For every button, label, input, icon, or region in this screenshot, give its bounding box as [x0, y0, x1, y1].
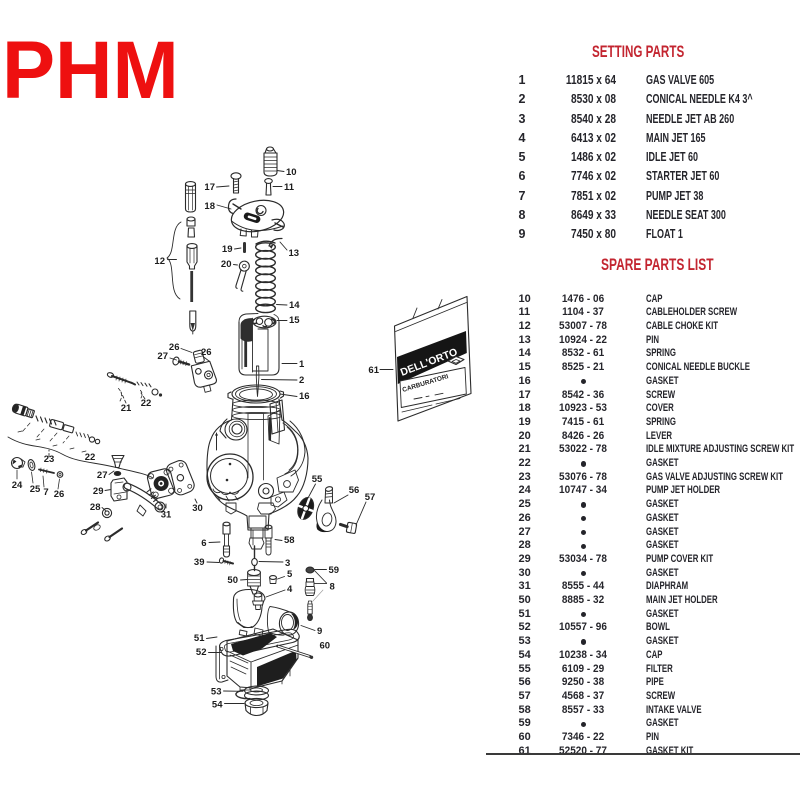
svg-text:26: 26: [54, 489, 65, 500]
svg-text:39: 39: [194, 557, 205, 568]
svg-text:30: 30: [192, 503, 203, 514]
svg-text:23: 23: [44, 454, 55, 465]
svg-text:24: 24: [12, 480, 23, 491]
svg-text:26: 26: [201, 347, 212, 358]
svg-text:14: 14: [289, 300, 300, 311]
svg-text:6: 6: [201, 538, 206, 549]
svg-text:57: 57: [365, 492, 376, 503]
svg-text:22: 22: [141, 398, 152, 409]
svg-text:59: 59: [329, 565, 340, 576]
svg-text:15: 15: [289, 315, 300, 326]
svg-text:21: 21: [121, 403, 132, 414]
svg-text:52: 52: [196, 647, 207, 658]
svg-text:27: 27: [97, 470, 108, 481]
svg-text:2: 2: [299, 375, 304, 386]
svg-text:56: 56: [349, 485, 360, 496]
svg-text:31: 31: [161, 510, 172, 521]
svg-text:50: 50: [227, 575, 238, 586]
svg-text:13: 13: [289, 248, 300, 259]
svg-text:19: 19: [222, 244, 233, 255]
svg-text:27: 27: [157, 351, 168, 362]
svg-text:8: 8: [330, 582, 335, 593]
svg-text:53: 53: [211, 687, 222, 698]
svg-text:17: 17: [204, 182, 215, 193]
svg-text:28: 28: [90, 502, 101, 513]
svg-text:22: 22: [85, 452, 96, 463]
svg-text:60: 60: [320, 641, 331, 652]
svg-text:61: 61: [368, 365, 379, 376]
svg-text:25: 25: [30, 484, 41, 495]
svg-text:11: 11: [284, 182, 295, 193]
svg-text:7: 7: [43, 487, 48, 498]
svg-text:29: 29: [93, 486, 104, 497]
svg-text:55: 55: [312, 474, 323, 485]
svg-text:26: 26: [169, 342, 180, 353]
svg-text:10: 10: [286, 167, 297, 178]
svg-text:5: 5: [287, 569, 293, 580]
svg-text:16: 16: [299, 391, 310, 402]
svg-text:1: 1: [299, 359, 305, 370]
svg-text:20: 20: [221, 259, 232, 270]
svg-text:54: 54: [212, 700, 223, 711]
svg-text:3: 3: [285, 558, 290, 569]
svg-text:12: 12: [154, 256, 165, 267]
svg-text:9: 9: [317, 626, 322, 637]
svg-text:58: 58: [284, 535, 295, 546]
svg-text:18: 18: [204, 201, 215, 212]
svg-text:51: 51: [194, 633, 205, 644]
svg-text:4: 4: [287, 584, 293, 595]
